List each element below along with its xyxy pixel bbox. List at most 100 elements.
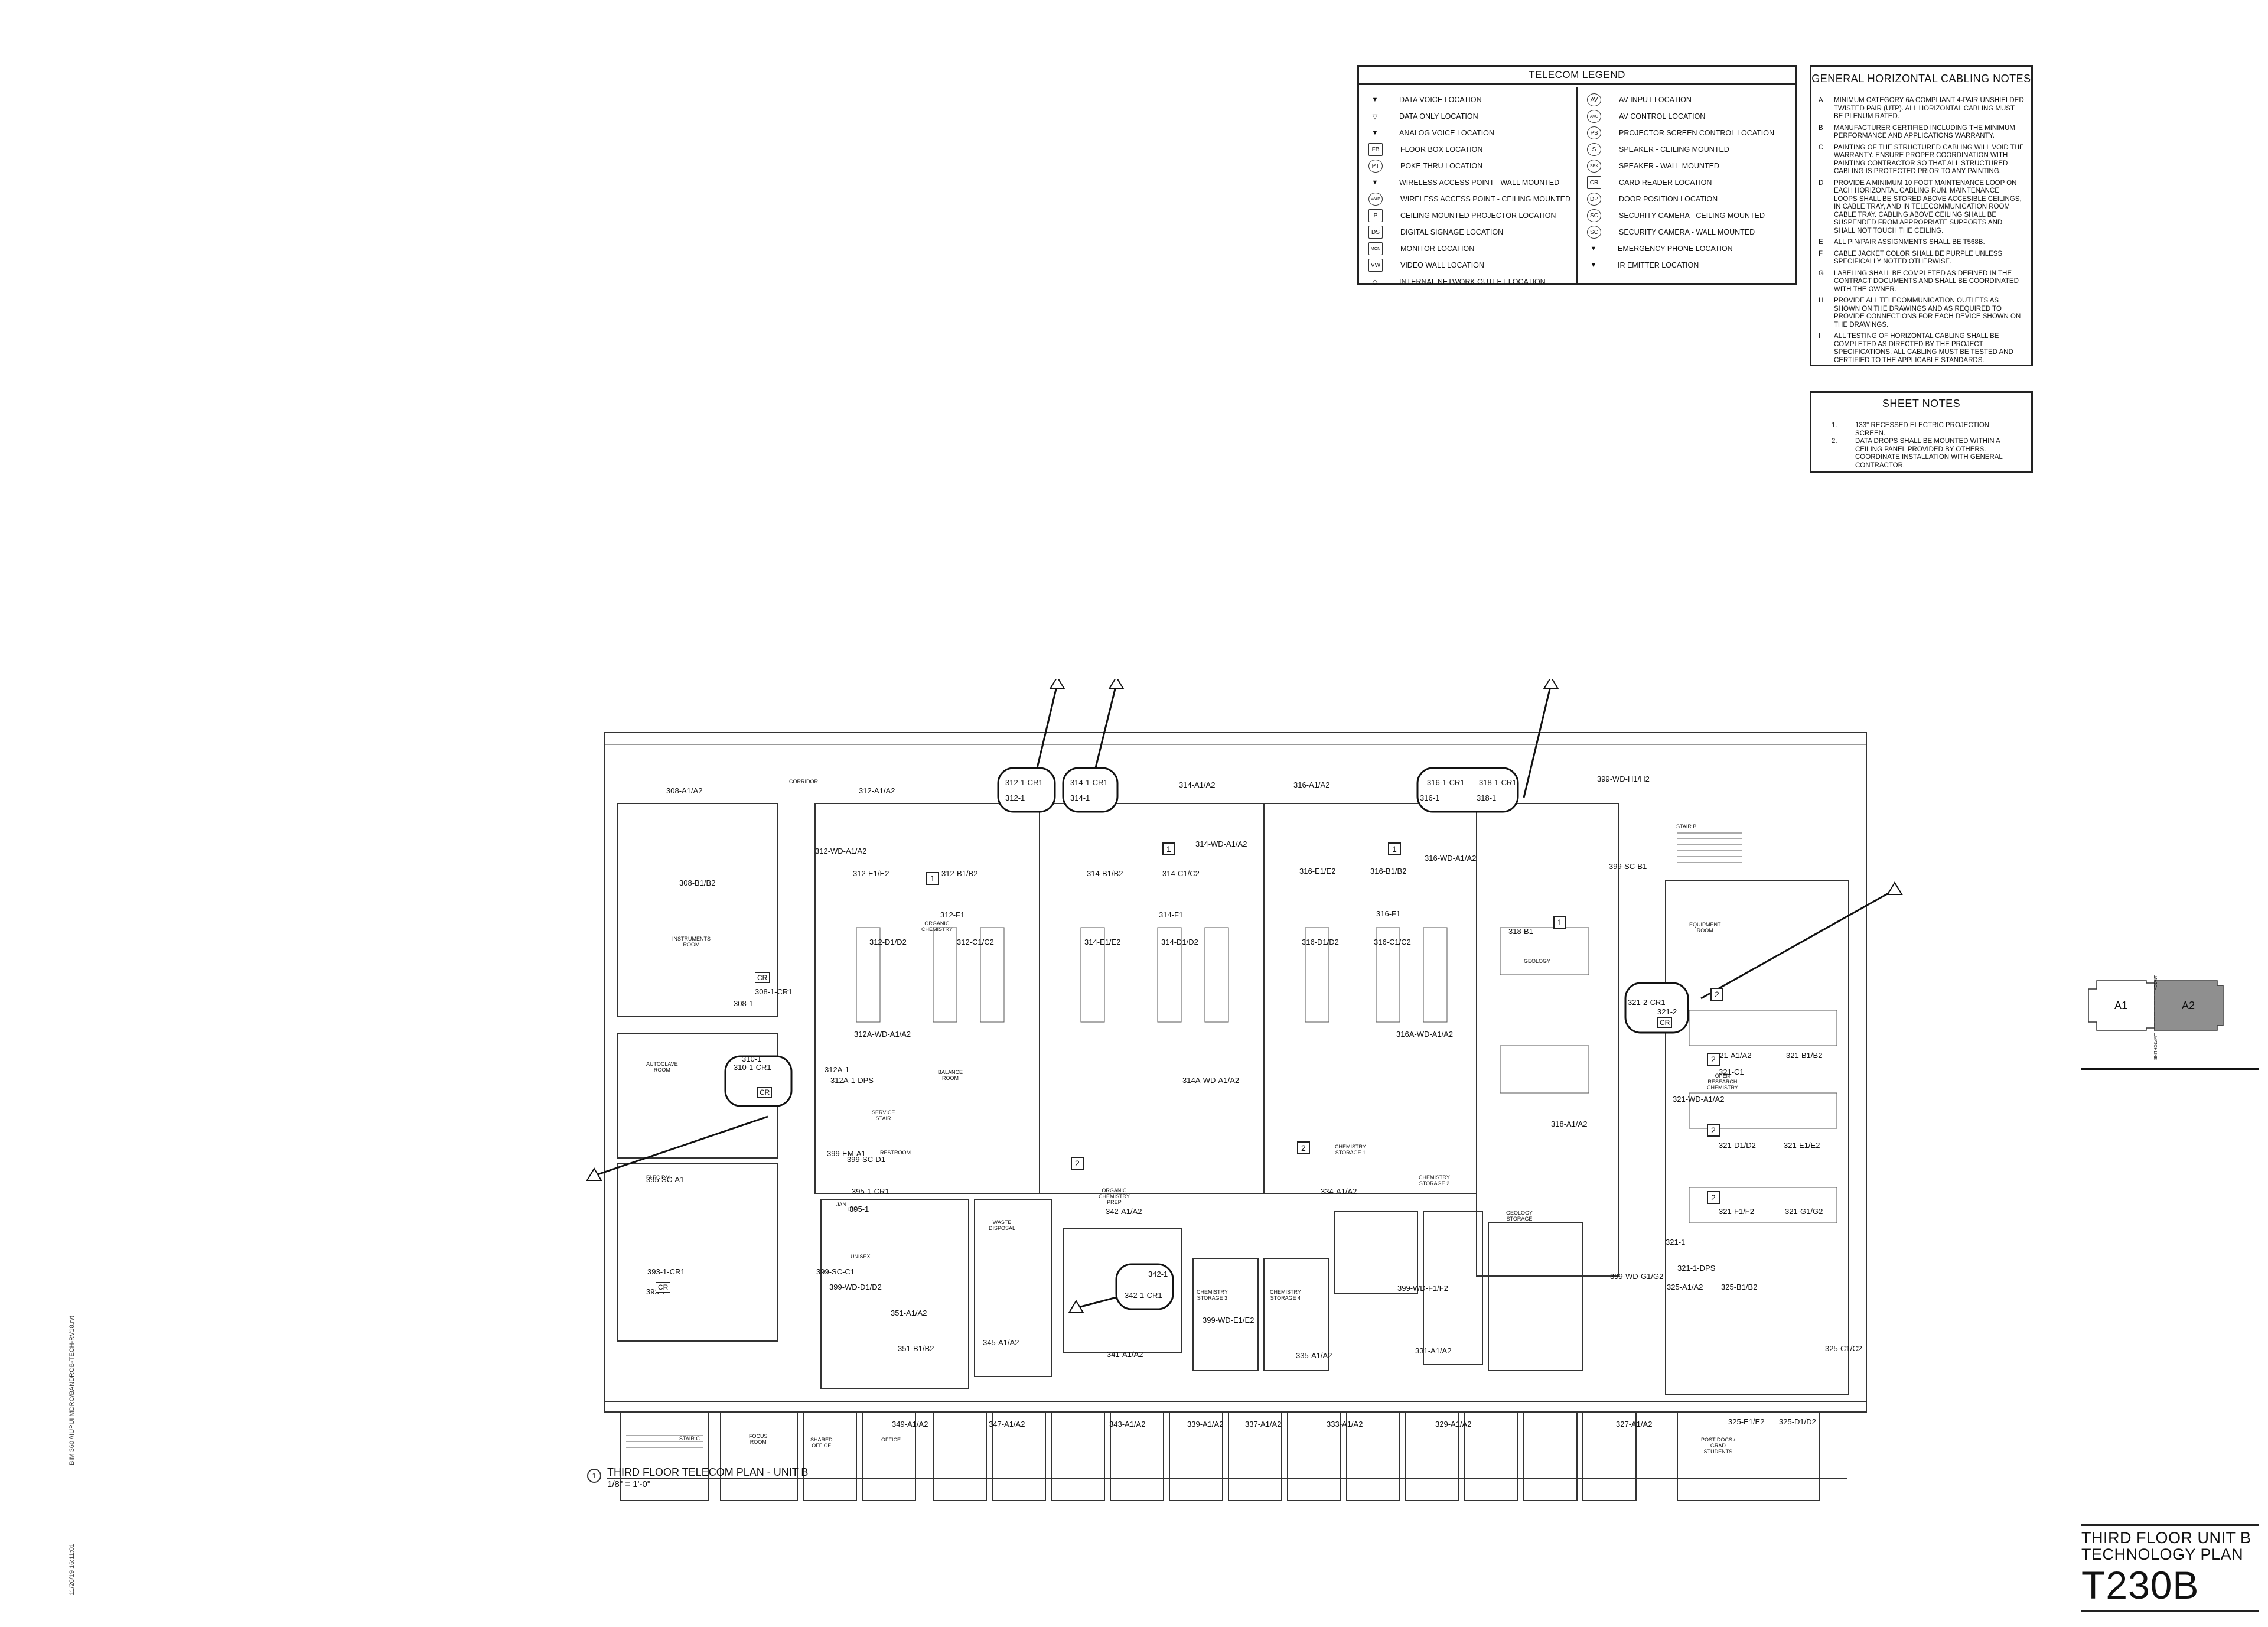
outlet-label: 321-D1/D2 (1719, 1141, 1756, 1150)
outlet-label: 329-A1/A2 (1435, 1420, 1472, 1428)
room-label: STAIR C (679, 1436, 700, 1441)
note-letter: D (1819, 179, 1824, 187)
legend-row: ▽DATA ONLY LOCATION (1368, 108, 1570, 125)
callout-tag: 310-1 (742, 1055, 762, 1063)
room-label: ELEC RM (646, 1174, 670, 1180)
legend-label: WIRELESS ACCESS POINT - WALL MOUNTED (1399, 178, 1560, 187)
outlet-label: 337-A1/A2 (1245, 1420, 1282, 1428)
legend-label: EMERGENCY PHONE LOCATION (1618, 245, 1733, 253)
room-label: BALANCE ROOM (938, 1069, 963, 1081)
legend-row: ◇INTERNAL NETWORK OUTLET LOCATION (1368, 274, 1570, 290)
room-label: UNISEX (850, 1254, 871, 1260)
legend-label: POKE THRU LOCATION (1400, 162, 1483, 170)
room-label: SHARED OFFICE (810, 1437, 833, 1449)
note-text: LABELING SHALL BE COMPLETED AS DEFINED I… (1834, 269, 2019, 293)
note-text: PAINTING OF THE STRUCTURED CABLING WILL … (1834, 144, 2024, 175)
outlet-label: 351-A1/A2 (891, 1309, 927, 1317)
camera-ceiling-icon: SC (1587, 209, 1601, 222)
sheet-note-flag: 1 (1388, 842, 1401, 855)
room-label: OPEN RESEARCH CHEMISTRY (1707, 1073, 1738, 1091)
outlet-label: 399-WD-F1/F2 (1397, 1284, 1448, 1293)
legend-label: CARD READER LOCATION (1619, 178, 1712, 187)
outlet-label: 339-A1/A2 (1187, 1420, 1224, 1428)
outlet-label: 314-D1/D2 (1161, 938, 1198, 946)
sheet-title-line-1: THIRD FLOOR UNIT B (2081, 1529, 2251, 1547)
analog-voice-icon: ▼ (1371, 129, 1379, 136)
callout-tag: 318-1 (1477, 793, 1497, 802)
title-block-rule (2081, 1610, 2259, 1612)
sheet-notes-title: SHEET NOTES (1882, 398, 1961, 409)
note-text: PROVIDE ALL TELECOMMUNICATION OUTLETS AS… (1834, 297, 2021, 328)
print-timestamp: 11/26/19 16:11:01 (69, 1543, 76, 1595)
speaker-ceiling-icon: S (1587, 143, 1601, 156)
speaker-wall-icon: SPK (1587, 160, 1601, 173)
outlet-label: 314-F1 (1159, 910, 1184, 919)
room-label: CORRIDOR (789, 779, 818, 785)
legend-label: SPEAKER - WALL MOUNTED (1619, 162, 1719, 170)
legend-label: MONITOR LOCATION (1400, 245, 1475, 253)
outlet-label: 318-B1 (1508, 927, 1533, 936)
legend-label: INTERNAL NETWORK OUTLET LOCATION (1399, 278, 1546, 286)
legend-row: SC SECURITY CAMERA - CEILING MOUNTED (1587, 207, 1789, 224)
outlet-label: 335-A1/A2 (1296, 1351, 1332, 1360)
title-block: THIRD FLOOR UNIT B TECHNOLOGY PLAN T230B (2081, 1524, 2259, 1615)
key-plan-match-top: MATCH (2153, 976, 2157, 991)
card-reader-icon: CR (1587, 176, 1601, 189)
poke-thru-icon: PT (1368, 160, 1383, 173)
telecom-legend: TELECOM LEGEND ▼DATA VOICE LOCATION▽DATA… (1357, 65, 1797, 286)
legend-left-column: ▼DATA VOICE LOCATION▽DATA ONLY LOCATION▼… (1359, 87, 1576, 286)
outlet-label: 312-A1/A2 (859, 786, 895, 795)
outlet-label: 325-A1/A2 (1667, 1283, 1703, 1291)
outlet-label: 308-A1/A2 (666, 786, 703, 795)
outlet-label: 334-A1/A2 (1321, 1187, 1357, 1196)
outlet-label: 325-E1/E2 (1728, 1417, 1765, 1426)
outlet-label: 321-WD-A1/A2 (1673, 1095, 1725, 1104)
outlet-label: 399-SC-C1 (816, 1267, 855, 1276)
projector-screen-control-icon: PS (1587, 126, 1601, 139)
outlet-label: 312-B1/B2 (941, 869, 978, 878)
room-label: CHEMISTRY STORAGE 4 (1270, 1289, 1301, 1301)
sheet-note-flag: 2 (1297, 1141, 1310, 1154)
legend-label: DIGITAL SIGNAGE LOCATION (1400, 228, 1504, 236)
sheet-title-line-2: TECHNOLOGY PLAN (2081, 1545, 2244, 1563)
outlet-label: 318-A1/A2 (1551, 1120, 1588, 1128)
key-plan-matchline: MATCHLINE (2153, 1036, 2157, 1060)
outlet-label: 395-1 (849, 1205, 869, 1213)
sheet-note-flag: 2 (1707, 1191, 1720, 1204)
room-label: EQUIPMENT ROOM (1689, 922, 1721, 933)
outlet-label: 399-WD-E1/E2 (1203, 1316, 1254, 1325)
outlet-label: 325-C1/C2 (1825, 1344, 1862, 1353)
digital-signage-icon: DS (1368, 226, 1383, 239)
outlet-label: 316-D1/D2 (1302, 938, 1339, 946)
outlet-label: 316-WD-A1/A2 (1425, 854, 1477, 863)
outlet-label: 321-B1/B2 (1786, 1051, 1823, 1060)
sheet-note-flag: 2 (1707, 1053, 1720, 1066)
legend-label: DOOR POSITION LOCATION (1619, 195, 1718, 203)
sheet-note-flag: 2 (1710, 988, 1723, 1001)
room-label: CHEMISTRY STORAGE 3 (1197, 1289, 1228, 1301)
outlet-label: 325-D1/D2 (1779, 1417, 1816, 1426)
sheet-note: 1.133" RECESSED ELECTRIC PROJECTION SCRE… (1832, 422, 2019, 438)
legend-label: VIDEO WALL LOCATION (1400, 261, 1484, 269)
note-letter: C (1819, 144, 1824, 151)
legend-row: ▼IR EMITTER LOCATION (1587, 257, 1789, 274)
legend-label: SECURITY CAMERA - CEILING MOUNTED (1619, 211, 1765, 220)
floor-box-icon: FB (1368, 143, 1383, 156)
legend-row: ▼ANALOG VOICE LOCATION (1368, 125, 1570, 141)
sheet-notes: SHEET NOTES 1.133" RECESSED ELECTRIC PRO… (1810, 391, 2033, 473)
key-plan-a1: A1 (2114, 1000, 2128, 1011)
card-reader-tag: CR (656, 1282, 671, 1293)
outlet-label: 316A-WD-A1/A2 (1396, 1030, 1454, 1039)
general-notes-title: GENERAL HORIZONTAL CABLING NOTES (1811, 73, 2031, 84)
legend-row: ▼WIRELESS ACCESS POINT - WALL MOUNTED (1368, 174, 1570, 191)
legend-label: IR EMITTER LOCATION (1618, 261, 1699, 269)
